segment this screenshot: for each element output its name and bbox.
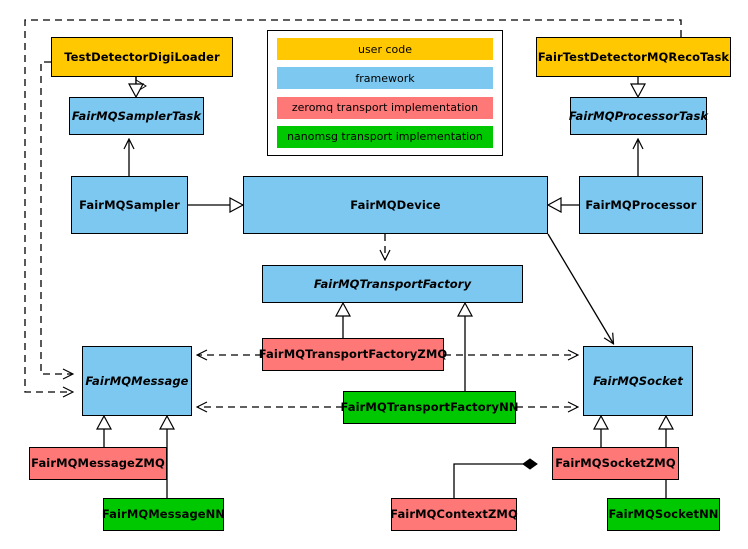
- legend-item-user-code: user code: [277, 38, 493, 60]
- legend-label: framework: [355, 71, 415, 85]
- gen-socketzmq-arrowhead: [592, 414, 610, 430]
- gen-messagenn-arrowhead: [158, 414, 176, 430]
- legend-label: nanomsg transport implementation: [287, 130, 483, 144]
- node-testdetectordigiloader[interactable]: TestDetectorDigiLoader: [51, 37, 233, 77]
- node-fairmqmessage[interactable]: FairMQMessage: [82, 346, 192, 416]
- node-label: TestDetectorDigiLoader: [64, 49, 220, 64]
- node-fairmqmessagezmq[interactable]: FairMQMessageZMQ: [29, 447, 167, 480]
- gen-tfzmq-arrowhead: [334, 301, 352, 317]
- node-fairmqdevice[interactable]: FairMQDevice: [243, 176, 548, 234]
- gen-digiloader-arrowhead: [127, 83, 145, 99]
- dependency-edge-digiloader: [40, 61, 72, 374]
- node-label: FairMQMessageNN: [101, 507, 226, 522]
- legend-item-framework: framework: [277, 67, 493, 90]
- legend-panel: user code framework zeromq transport imp…: [267, 30, 503, 156]
- comp-contextzmq-to-socketzmq: [453, 458, 538, 498]
- node-label: FairMQDevice: [350, 197, 441, 212]
- node-fairmqsocketzmq[interactable]: FairMQSocketZMQ: [552, 447, 679, 480]
- assoc-device-to-socket: [547, 233, 613, 343]
- node-fairmqsamplertask[interactable]: FairMQSamplerTask: [69, 97, 204, 135]
- node-label: FairMQSamplerTask: [71, 108, 202, 123]
- legend-item-nanomsg: nanomsg transport implementation: [277, 125, 493, 148]
- node-label: FairMQSocket: [593, 373, 683, 388]
- gen-recotask-arrowhead: [629, 83, 647, 99]
- legend-item-zeromq: zeromq transport implementation: [277, 96, 493, 119]
- node-label: FairMQSocketNN: [608, 507, 719, 522]
- gen-socketnn-arrowhead: [657, 414, 675, 430]
- gen-messagezmq-arrowhead: [95, 414, 113, 430]
- node-label: FairMQSocketZMQ: [555, 456, 676, 471]
- node-fairmqtransportfactoryzmq[interactable]: FairMQTransportFactoryZMQ: [259, 338, 447, 371]
- node-label: FairMQTransportFactory: [313, 276, 472, 291]
- legend-label: user code: [357, 42, 413, 56]
- node-fairmqsocketnn[interactable]: FairMQSocketNN: [607, 498, 720, 531]
- node-label: FairMQProcessorTask: [568, 108, 709, 123]
- node-label: FairMQSampler: [79, 197, 180, 212]
- node-label: FairTestDetectorMQRecoTask: [537, 49, 730, 64]
- node-label: FairMQContextZMQ: [390, 507, 518, 522]
- gen-tfnn-arrowhead: [456, 301, 474, 317]
- node-fairmqprocessor[interactable]: FairMQProcessor: [579, 176, 703, 234]
- node-fairmqtransportfactorynn[interactable]: FairMQTransportFactoryNN: [340, 391, 519, 424]
- node-label: FairMQMessage: [85, 373, 189, 388]
- gen-processor-arrowhead: [546, 196, 562, 214]
- node-label: FairMQTransportFactoryNN: [340, 400, 519, 415]
- dep-recotask-to-message: [24, 19, 682, 392]
- node-fairtestdetectormqrecotask[interactable]: FairTestDetectorMQRecoTask: [536, 37, 731, 77]
- node-label: FairMQProcessor: [585, 197, 697, 212]
- node-fairmqcontextzmq[interactable]: FairMQContextZMQ: [390, 498, 518, 531]
- node-fairmqsocket[interactable]: FairMQSocket: [583, 346, 693, 416]
- node-fairmqtransportfactory[interactable]: FairMQTransportFactory: [262, 265, 523, 303]
- node-fairmqsampler[interactable]: FairMQSampler: [71, 176, 188, 234]
- legend-label: zeromq transport implementation: [291, 101, 479, 115]
- node-label: FairMQTransportFactoryZMQ: [258, 347, 448, 362]
- gen-sampler-arrowhead: [229, 196, 245, 214]
- node-fairmqmessagenn[interactable]: FairMQMessageNN: [101, 498, 226, 531]
- node-label: FairMQMessageZMQ: [31, 456, 165, 471]
- node-fairmqprocessortask[interactable]: FairMQProcessorTask: [568, 97, 709, 135]
